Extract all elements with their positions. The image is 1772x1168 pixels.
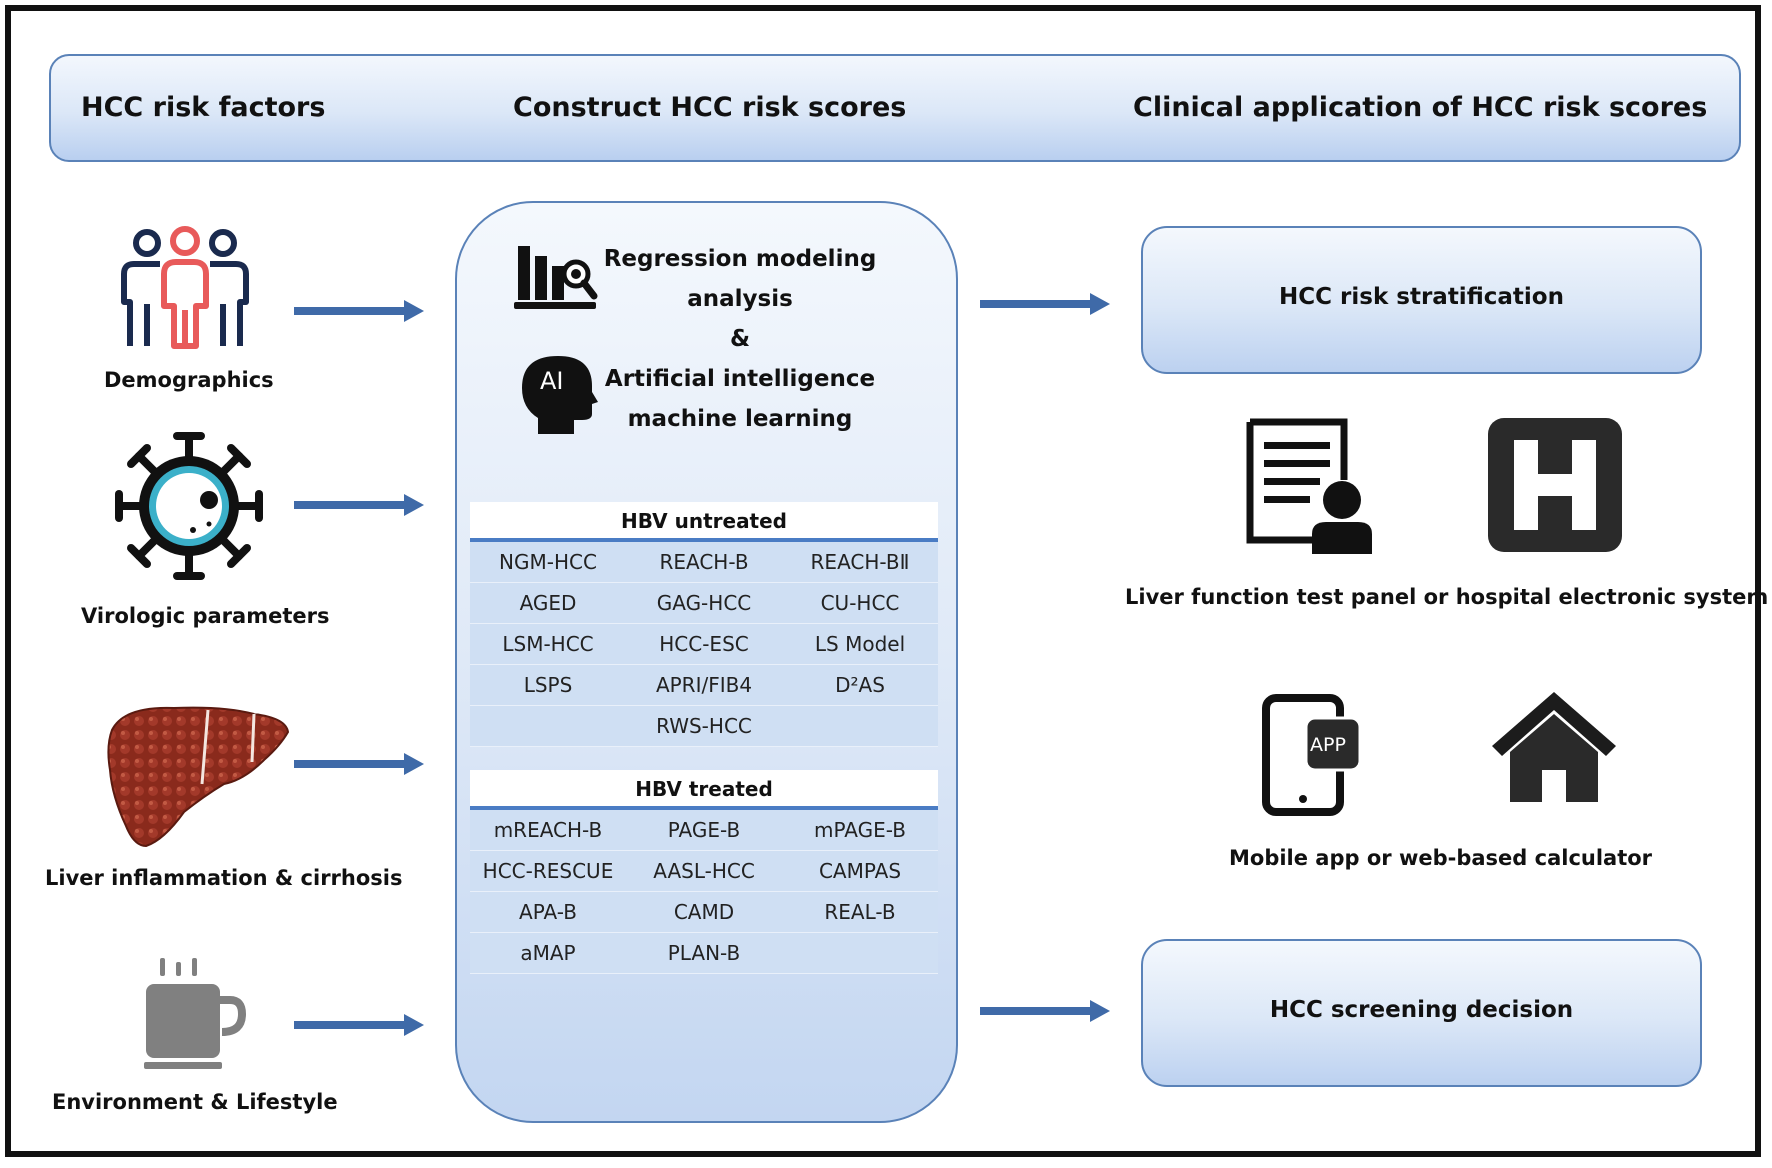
score-cell: APA-B <box>519 900 577 924</box>
arrow-virologic <box>294 494 424 516</box>
table-row: APA-B CAMD REAL-B <box>470 892 938 933</box>
score-cell: mREACH-B <box>493 818 603 842</box>
caption-mobile-web: Mobile app or web-based calculator <box>1229 846 1653 870</box>
box-screening-decision: HCC screening decision <box>1141 939 1702 1087</box>
method-ai-line2: machine learning <box>627 406 853 432</box>
score-cell: HCC-RESCUE <box>482 859 614 883</box>
score-cell: CU-HCC <box>820 591 900 615</box>
arrow-demographics <box>294 300 424 322</box>
score-cell: LSPS <box>523 673 573 697</box>
table-hbv-untreated-title: HBV untreated <box>470 502 938 542</box>
arrow-to-screening <box>980 1000 1110 1022</box>
table-row: NGM-HCC REACH-B REACH-BⅡ <box>470 542 938 583</box>
ai-head-icon <box>522 356 598 434</box>
score-cell: AASL-HCC <box>653 859 755 883</box>
method-regression-line2: analysis <box>687 286 793 312</box>
method-regression-line1: Regression modeling <box>603 246 877 272</box>
score-cell: GAG-HCC <box>656 591 752 615</box>
header-risk-factors: HCC risk factors <box>81 92 326 123</box>
score-cell: PLAN-B <box>667 941 741 965</box>
app-badge-text: APP <box>1310 734 1346 756</box>
score-cell: APRI/FIB4 <box>655 673 753 697</box>
score-cell: mPAGE-B <box>814 818 906 842</box>
label-screening-decision: HCC screening decision <box>1269 997 1574 1023</box>
arrow-to-stratification <box>980 293 1110 315</box>
liver-icon <box>107 706 290 848</box>
method-ai-line1: Artificial intelligence <box>604 366 876 392</box>
coffee-mug-icon <box>144 958 246 1069</box>
virus-icon <box>115 432 263 580</box>
score-cell: REACH-BⅡ <box>810 550 910 574</box>
table-row: aMAP PLAN-B <box>470 933 938 974</box>
score-cell: PAGE-B <box>667 818 741 842</box>
box-risk-stratification: HCC risk stratification <box>1141 226 1702 374</box>
table-hbv-treated-title: HBV treated <box>470 770 938 810</box>
hospital-icon <box>1488 418 1622 552</box>
home-icon <box>1492 692 1616 802</box>
score-cell: CAMPAS <box>818 859 902 883</box>
score-cell: AGED <box>519 591 577 615</box>
document-user-icon <box>1246 418 1372 554</box>
caption-demographics: Demographics <box>104 368 274 392</box>
score-cell: REAL-B <box>824 900 896 924</box>
arrow-environment <box>294 1014 424 1036</box>
caption-virologic: Virologic parameters <box>81 604 330 628</box>
table-row: RWS-HCC <box>470 706 938 747</box>
header-banner: HCC risk factors Construct HCC risk scor… <box>49 54 1741 162</box>
score-cell: CAMD <box>673 900 735 924</box>
caption-liver: Liver inflammation & cirrhosis <box>45 866 403 890</box>
score-cell: NGM-HCC <box>499 550 597 574</box>
score-cell: REACH-B <box>659 550 749 574</box>
score-cell: HCC-ESC <box>659 632 749 656</box>
caption-hospital-system: Liver function test panel or hospital el… <box>1125 585 1769 609</box>
score-cell: D²AS <box>835 673 885 697</box>
mobile-app-icon <box>1262 694 1362 816</box>
score-cell: LSM-HCC <box>502 632 594 656</box>
table-row: mREACH-B PAGE-B mPAGE-B <box>470 810 938 851</box>
label-risk-stratification: HCC risk stratification <box>1279 284 1564 310</box>
table-row: LSM-HCC HCC-ESC LS Model <box>470 624 938 665</box>
figure-frame <box>5 5 1761 1157</box>
arrow-liver <box>294 753 424 775</box>
ai-badge-text: AI <box>540 367 564 395</box>
method-ampersand: & <box>729 326 751 352</box>
header-clinical-application: Clinical application of HCC risk scores <box>1133 92 1708 123</box>
bar-chart-search-icon <box>514 246 598 309</box>
table-row: AGED GAG-HCC CU-HCC <box>470 583 938 624</box>
score-cell: LS Model <box>814 632 906 656</box>
caption-environment: Environment & Lifestyle <box>52 1090 338 1114</box>
people-icon <box>121 226 249 349</box>
table-row: HCC-RESCUE AASL-HCC CAMPAS <box>470 851 938 892</box>
header-construct-scores: Construct HCC risk scores <box>513 92 907 123</box>
table-row: LSPS APRI/FIB4 D²AS <box>470 665 938 706</box>
score-cell: aMAP <box>520 941 576 965</box>
score-cell: RWS-HCC <box>656 714 752 738</box>
